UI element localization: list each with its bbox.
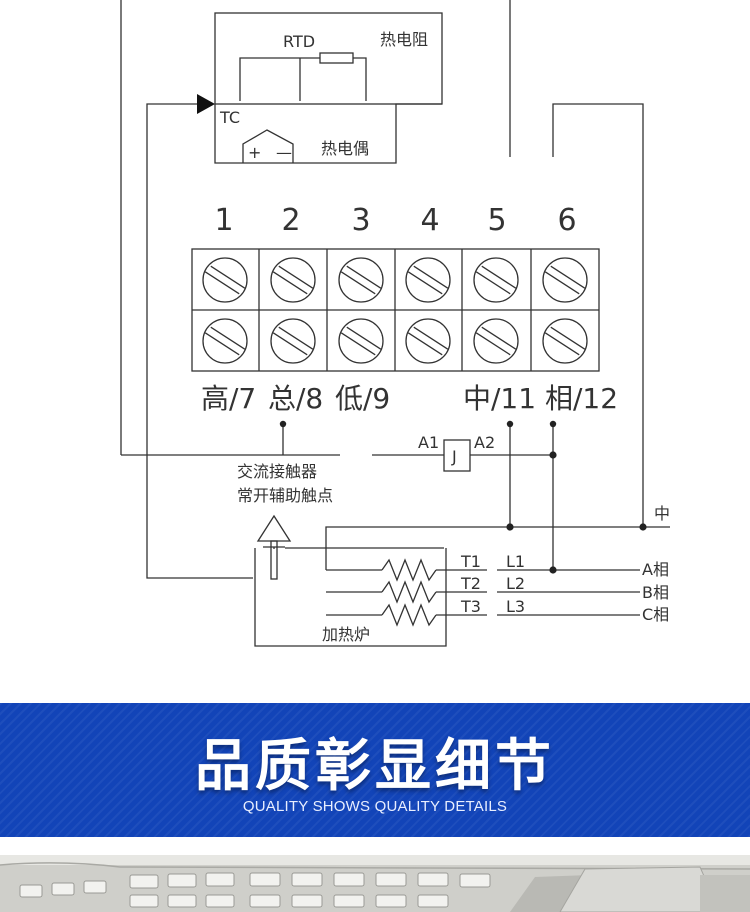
phase-b-label: B相 <box>642 583 669 602</box>
product-vent-slots <box>0 855 750 912</box>
t3-label: T3 <box>460 597 481 616</box>
l3-label: L3 <box>506 597 525 616</box>
terminal-number-5: 5 <box>487 203 506 238</box>
terminal-screw-1 <box>202 257 248 303</box>
rtd-label: RTD <box>283 32 315 51</box>
terminal-screw-12 <box>542 318 588 364</box>
terminal-number-4: 4 <box>420 203 439 238</box>
rtd-name: 热电阻 <box>380 30 428 49</box>
furnace-label: 加热炉 <box>322 625 370 644</box>
terminal-screw-2 <box>270 257 316 303</box>
phase-a-label: A相 <box>642 560 669 579</box>
banner-subtitle: QUALITY SHOWS QUALITY DETAILS <box>242 798 508 815</box>
terminal-number-3: 3 <box>351 203 370 238</box>
terminal-screw-10 <box>405 318 451 364</box>
terminal-screw-8 <box>270 318 316 364</box>
tc-name: 热电偶 <box>321 139 369 158</box>
relay-a2-label: A2 <box>474 433 495 452</box>
tc-minus-sign: — <box>276 143 292 162</box>
tc-plus-sign: + <box>248 143 261 162</box>
relay-a1-label: A1 <box>418 433 439 452</box>
l2-label: L2 <box>506 574 525 593</box>
quality-banner: 品质彰显细节 QUALITY SHOWS QUALITY DETAILS <box>0 703 750 837</box>
terminal-screw-3 <box>338 257 384 303</box>
terminal-number-6: 6 <box>557 203 576 238</box>
tc-label: TC <box>219 108 240 127</box>
t1-label: T1 <box>460 552 481 571</box>
terminal-number-2: 2 <box>281 203 300 238</box>
product-photo <box>0 855 750 912</box>
contactor-label-line2: 常开辅助触点 <box>237 486 333 505</box>
terminal-screw-5 <box>473 257 519 303</box>
l1-label: L1 <box>506 552 525 571</box>
label-neutral-11: 中/11 <box>463 382 536 415</box>
banner-stripe-pattern <box>0 703 750 837</box>
phase-c-label: C相 <box>642 605 669 624</box>
label-high-7: 高/7 <box>201 382 256 415</box>
banner-title: 品质彰显细节 <box>195 734 555 799</box>
terminal-screw-6 <box>542 257 588 303</box>
t2-label: T2 <box>460 574 481 593</box>
wiring-diagram: RTD 热电阻 TC + — 热电偶 1 2 3 4 5 6 高/7 总/8 低… <box>120 0 670 647</box>
terminal-screw-9 <box>338 318 384 364</box>
relay-j-label: J <box>451 447 457 466</box>
contactor-label-line1: 交流接触器 <box>237 462 317 481</box>
terminal-screw-4 <box>405 257 451 303</box>
neutral-label: 中 <box>654 504 670 523</box>
terminal-screw-11 <box>473 318 519 364</box>
label-total-8: 总/8 <box>268 382 323 415</box>
label-phase-12: 相/12 <box>545 382 618 415</box>
label-low-9: 低/9 <box>335 382 390 415</box>
terminal-screw-7 <box>202 318 248 364</box>
terminal-number-1: 1 <box>214 203 233 238</box>
